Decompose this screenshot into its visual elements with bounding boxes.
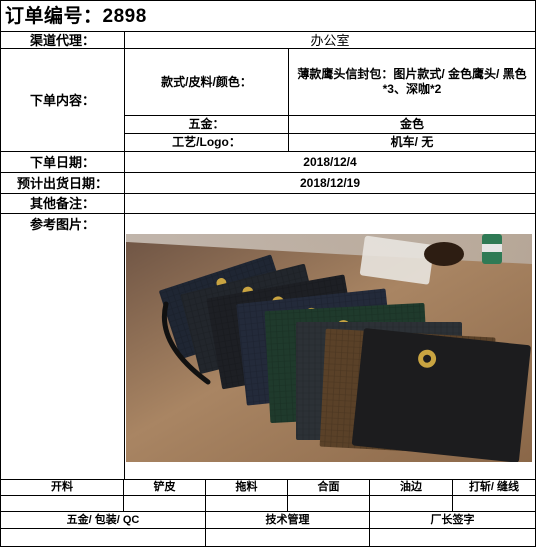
order-content-label: 下单内容： [0, 48, 125, 152]
process-dragging: 拖料 [205, 479, 288, 496]
process-tech-management: 技术管理 [205, 511, 370, 529]
order-date-value: 2018/12/4 [124, 151, 536, 173]
sign-cell [123, 495, 206, 512]
sign-cell [0, 495, 124, 512]
order-date-label: 下单日期： [0, 151, 125, 173]
sign-cell [205, 528, 370, 547]
ship-date-value: 2018/12/19 [124, 172, 536, 194]
craft-label: 工艺/Logo： [124, 133, 289, 152]
process-director-signature: 厂长签字 [369, 511, 536, 529]
process-cutting: 开料 [0, 479, 124, 496]
remarks-label: 其他备注： [0, 193, 125, 214]
channel-label: 渠道代理： [0, 31, 125, 49]
sign-cell [369, 495, 453, 512]
style-label: 款式/皮料/颜色： [124, 48, 289, 116]
sign-cell [369, 528, 536, 547]
reference-photo [126, 234, 532, 462]
bag-stack [158, 254, 531, 462]
sign-cell [287, 495, 370, 512]
process-assembly: 合面 [287, 479, 370, 496]
order-title: 订单编号：2898 [0, 0, 536, 32]
reference-label: 参考图片： [0, 213, 125, 480]
hardware-value: 金色 [288, 115, 536, 134]
remarks-value [124, 193, 536, 214]
process-skiving: 铲皮 [123, 479, 206, 496]
process-stitching: 打斩/ 缝线 [452, 479, 536, 496]
process-hardware-packing-qc: 五金/ 包装/ QC [0, 511, 206, 529]
channel-value: 办公室 [124, 31, 536, 49]
ship-date-label: 预计出货日期： [0, 172, 125, 194]
hardware-label: 五金： [124, 115, 289, 134]
style-value: 薄款鹰头信封包：图片款式/ 金色鹰头/ 黑色*3、深咖*2 [288, 48, 536, 116]
sign-cell [0, 528, 206, 547]
craft-value: 机车/ 无 [288, 133, 536, 152]
sign-cell [452, 495, 536, 512]
sign-cell [205, 495, 288, 512]
process-edge-oil: 油边 [369, 479, 453, 496]
